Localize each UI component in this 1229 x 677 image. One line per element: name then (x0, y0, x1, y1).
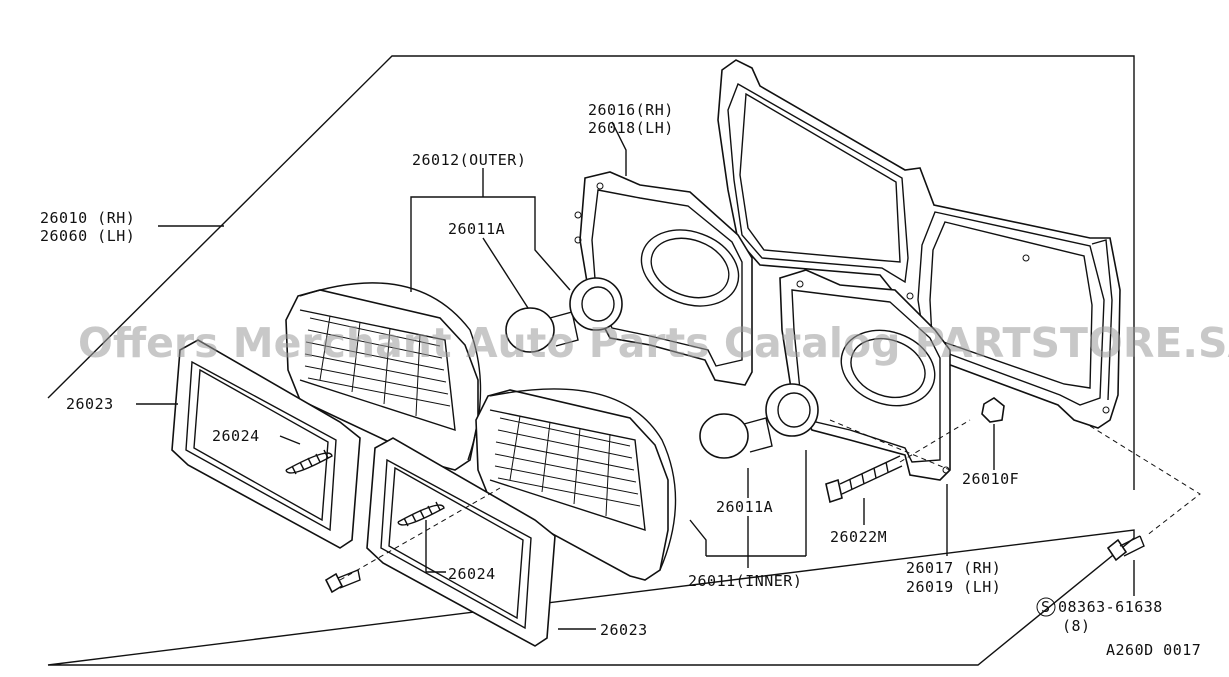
label-screw: 26022M (830, 528, 887, 546)
label-nut: 26010F (962, 470, 1019, 488)
label-frame-lh: 26019 (LH) (906, 578, 1001, 596)
bulb-outer (505, 277, 623, 353)
label-inner-housing: 26011(INNER) (688, 572, 802, 590)
label-lens-left: 26023 (66, 395, 114, 413)
label-lens-right: 26023 (600, 621, 648, 639)
leader-lines (136, 121, 1201, 630)
label-bracket-rh: 26016(RH) (588, 101, 674, 119)
label-bolt-qty: (8) (1062, 617, 1091, 635)
watermark-text: Offers Merchant Auto Parts Catalog PARTS… (78, 319, 1229, 367)
outer-sealed-beam-lamp (285, 282, 482, 471)
nut-clip (981, 397, 1005, 423)
label-outer-housing: 26012(OUTER) (412, 151, 526, 169)
adjusting-spring-left (285, 449, 333, 475)
diagram-code: A260D 0017 (1106, 641, 1201, 659)
headlamp-bracket-part (717, 59, 1121, 429)
label-assy-lh: 26060 (LH) (40, 227, 135, 245)
label-bulb-outer: 26011A (448, 220, 505, 238)
label-assy-rh: 26010 (RH) (40, 209, 135, 227)
lamp-screw (324, 569, 361, 594)
assembly-boundary (47, 55, 1135, 666)
mounting-bolt (1106, 535, 1145, 562)
retaining-ring-left (171, 339, 361, 549)
bulb-inner (699, 383, 819, 459)
label-spring-left: 26024 (212, 427, 260, 445)
retaining-ring-right (366, 437, 556, 647)
adjusting-screw (825, 455, 903, 504)
label-bulb-inner: 26011A (716, 498, 773, 516)
label-frame-rh: 26017 (RH) (906, 559, 1001, 577)
adjusting-spring-right (397, 501, 445, 527)
bolt-symbol-badge: S (1036, 597, 1056, 617)
label-bracket-lh: 26018(LH) (588, 119, 674, 137)
bolt-symbol: S (1041, 598, 1051, 616)
label-bolt-part: 08363-61638 (1058, 598, 1163, 616)
label-spring-right: 26024 (448, 565, 496, 583)
inner-sealed-beam-lamp (475, 388, 677, 581)
